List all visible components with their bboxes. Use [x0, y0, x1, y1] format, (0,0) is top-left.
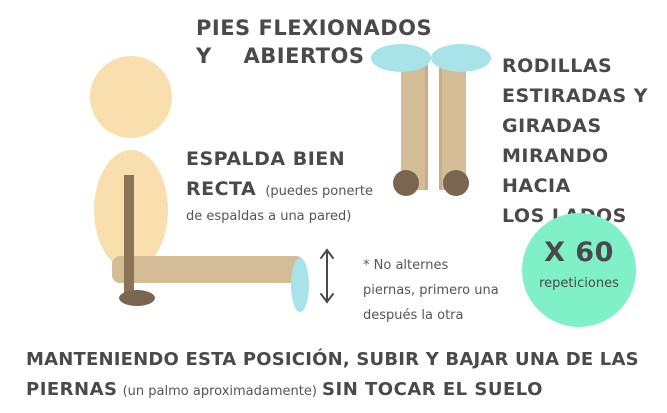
instruction-piernas: PIERNAS — [26, 379, 118, 400]
feet-label-y: Y — [196, 44, 212, 68]
knees-line: MIRANDO HACIA — [502, 145, 609, 197]
left-knee — [393, 170, 419, 196]
note-line: * No alternes — [363, 258, 449, 273]
left-foot — [371, 44, 431, 72]
figure-leg — [112, 256, 304, 283]
right-knee — [443, 170, 469, 196]
up-down-arrow-icon — [320, 248, 334, 304]
reps-count: X 60 — [544, 237, 614, 268]
seated-figure — [90, 56, 309, 312]
instruction-line2: PIERNAS (un palmo aproximadamente) SIN T… — [26, 375, 639, 407]
figure-foot — [291, 258, 309, 312]
knees-line: ESTIRADAS Y — [502, 85, 649, 107]
instruction-sin-tocar: SIN TOCAR EL SUELO — [322, 379, 543, 400]
instruction-line1: MANTENIENDO ESTA POSICIÓN, SUBIR Y BAJAR… — [26, 349, 639, 370]
feet-label-line1: PIES FLEXIONADOS — [196, 16, 433, 40]
feet-label-abiertos: ABIERTOS — [243, 44, 365, 68]
knees-line: RODILLAS — [502, 55, 613, 77]
reps-unit: repeticiones — [539, 276, 619, 291]
figure-spine-line — [124, 175, 134, 299]
alternate-note: * No alternes piernas, primero una despu… — [363, 253, 499, 328]
back-label-recta: RECTA — [186, 178, 257, 200]
note-line: piernas, primero una — [363, 283, 499, 298]
right-foot — [431, 44, 491, 72]
figure-head — [90, 56, 172, 138]
figure-heel — [119, 290, 155, 306]
reps-badge: X 60 repeticiones — [522, 213, 636, 327]
back-note-b: de espaldas a una pared) — [186, 209, 352, 224]
feet-label-line2: Y ABIERTOS — [196, 42, 432, 70]
back-note-a: (puedes ponerte — [265, 184, 373, 199]
back-label: ESPALDA BIEN RECTA (puedes ponerte de es… — [186, 144, 373, 227]
feet-label: PIES FLEXIONADOS Y ABIERTOS — [196, 14, 432, 70]
knees-line: GIRADAS — [502, 115, 602, 137]
instruction-text: MANTENIENDO ESTA POSICIÓN, SUBIR Y BAJAR… — [26, 345, 639, 407]
note-line: después la otra — [363, 308, 464, 323]
knees-label: RODILLAS ESTIRADAS Y GIRADAS MIRANDO HAC… — [502, 51, 667, 231]
back-label-line2: RECTA (puedes ponerte — [186, 174, 373, 207]
back-label-line1: ESPALDA BIEN — [186, 148, 346, 170]
instruction-palmo: (un palmo aproximadamente) — [122, 384, 317, 399]
front-legs — [371, 44, 491, 196]
